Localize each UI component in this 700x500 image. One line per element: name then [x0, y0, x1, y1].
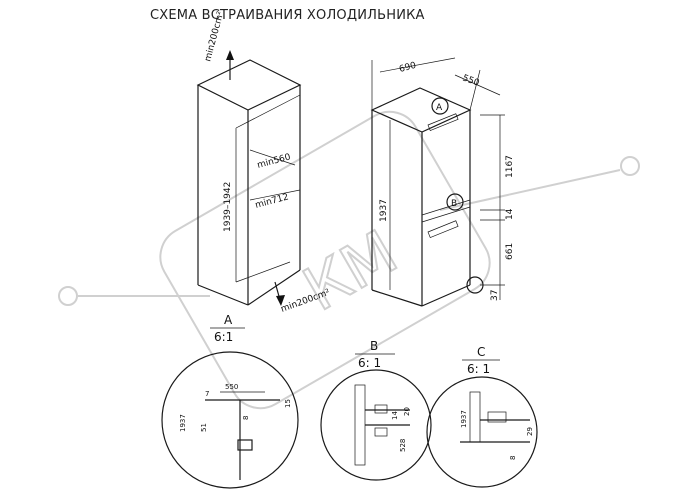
marker-a-circle [431, 97, 449, 115]
watermark: КМ [58, 110, 640, 410]
detail-b-scale: 6: 1 [358, 356, 381, 370]
detail-a-scale: 6:1 [214, 330, 233, 344]
niche-height-label: 1939–1942 [223, 182, 233, 232]
detail-b-dim-528: 528 [399, 439, 407, 452]
fridge-height-label: 1937 [379, 199, 389, 222]
detail-a-dim-15: 15 [284, 399, 292, 408]
niche-width-label: min712 [254, 192, 290, 210]
marker-b-circle [446, 193, 464, 211]
detail-c-circle [426, 376, 538, 488]
detail-b-dim-20: 20 [403, 407, 411, 416]
fridge-diagram: A B 690 550 1937 1167 14 661 37 [370, 57, 515, 307]
detail-b-circle [320, 369, 432, 481]
detail-b: B 6: 1 14 20 528 [320, 339, 432, 481]
fridge-width-label: 550 [461, 73, 481, 88]
vent-top-label: min200cm² [203, 10, 226, 63]
detail-c: C 6: 1 1937 29 8 [426, 345, 538, 488]
detail-b-letter: B [370, 339, 378, 353]
marker-c-circle [466, 276, 484, 294]
detail-c-scale: 6: 1 [467, 362, 490, 376]
gap-label: 14 [505, 208, 515, 220]
detail-c-dim-1937: 1937 [460, 410, 468, 428]
detail-a-dim-550: 550 [225, 383, 238, 391]
page-title: СХЕМА ВСТРАИВАНИЯ ХОЛОДИЛЬНИКА [150, 8, 425, 23]
marker-b: B [451, 199, 457, 209]
upper-door-label: 1167 [505, 155, 515, 178]
marker-a: A [436, 103, 443, 113]
detail-a-dim-51: 51 [200, 423, 208, 432]
detail-a: A 6:1 550 7 8 15 1937 51 [161, 313, 299, 489]
detail-c-dim-29: 29 [526, 427, 534, 436]
detail-b-dim-14: 14 [391, 411, 399, 420]
lower-door-label: 661 [505, 243, 515, 260]
detail-a-dim-8: 8 [242, 416, 250, 420]
detail-a-dim-1937: 1937 [179, 414, 187, 432]
niche-depth-label: min560 [256, 152, 292, 171]
fridge-depth-label: 690 [398, 61, 417, 75]
detail-c-letter: C [477, 345, 485, 359]
detail-c-dim-8: 8 [509, 456, 517, 460]
watermark-text: КМ [292, 217, 409, 325]
detail-a-circle [161, 351, 299, 489]
detail-a-letter: A [224, 313, 233, 327]
detail-a-dim-7: 7 [205, 390, 209, 398]
bottom-label: 37 [490, 290, 500, 301]
